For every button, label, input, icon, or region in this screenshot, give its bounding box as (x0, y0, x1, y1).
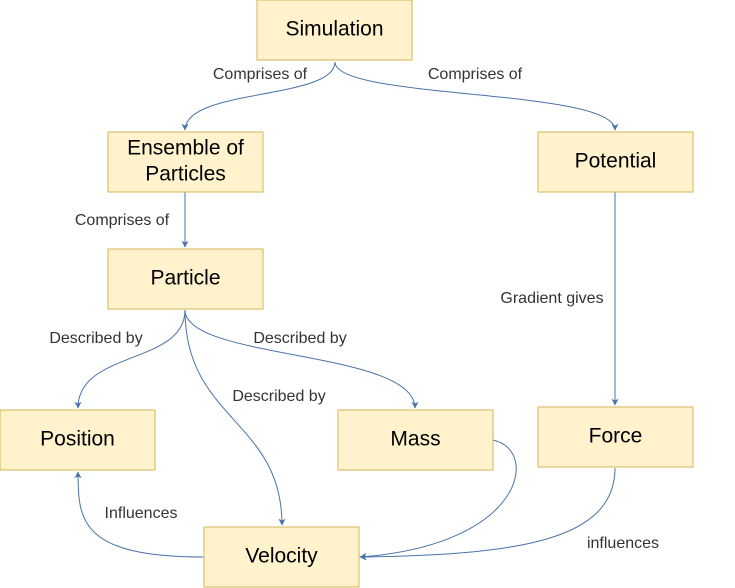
edge-label-particle-position: Described by (49, 330, 142, 347)
node-particle-box (107, 248, 264, 310)
node-mass-label: Mass (390, 428, 440, 451)
edge-label-particle-velocity: Described by (232, 388, 325, 405)
node-force: Force (537, 406, 694, 468)
node-potential-label: Potential (575, 150, 657, 173)
edge-label-force-velocity: influences (587, 535, 659, 552)
node-simulation: Simulation (256, 0, 413, 61)
node-potential-box (537, 131, 694, 193)
node-simulation-box (256, 0, 413, 61)
node-ensemble-label-line2: Particles (145, 163, 226, 186)
node-particle: Particle (107, 248, 264, 310)
node-position: Position (0, 409, 156, 471)
node-ensemble-label-line1: Ensemble of (127, 137, 244, 160)
node-mass: Mass (337, 409, 494, 471)
node-simulation-label: Simulation (285, 18, 383, 41)
edge-label-simulation-ensemble: Comprises of (213, 66, 308, 83)
node-velocity-label: Velocity (245, 545, 318, 568)
node-position-label: Position (40, 428, 115, 451)
edge-label-particle-mass: Described by (253, 330, 346, 347)
edge-particle-to-position (74, 309, 186, 409)
edges-group (74, 61, 619, 561)
edge-velocity-to-position (74, 471, 205, 558)
node-mass-box (337, 409, 494, 471)
edge-simulation-to-ensemble (181, 61, 336, 131)
node-force-box (537, 406, 694, 468)
edge-particle-to-velocity (184, 309, 286, 526)
node-velocity: Velocity (203, 526, 360, 588)
edge-mass-to-velocity (359, 439, 517, 561)
edge-label-velocity-position: Influences (105, 505, 178, 522)
node-velocity-box (203, 526, 360, 588)
edge-force-to-velocity (359, 467, 616, 561)
node-particle-label: Particle (150, 267, 220, 290)
node-ensemble-of-particles: Ensemble of Particles (107, 131, 264, 193)
node-potential: Potential (537, 131, 694, 193)
edge-simulation-to-potential (334, 61, 619, 131)
edge-label-simulation-potential: Comprises of (428, 66, 523, 83)
edge-label-ensemble-particle: Comprises of (75, 212, 170, 229)
node-force-label: Force (589, 425, 643, 448)
node-position-box (0, 409, 156, 471)
node-ensemble-box (107, 131, 264, 193)
edge-label-potential-force: Gradient gives (500, 290, 603, 307)
edge-labels-group: Comprises of Comprises of Comprises of D… (49, 66, 659, 552)
edge-particle-to-mass (184, 309, 419, 409)
